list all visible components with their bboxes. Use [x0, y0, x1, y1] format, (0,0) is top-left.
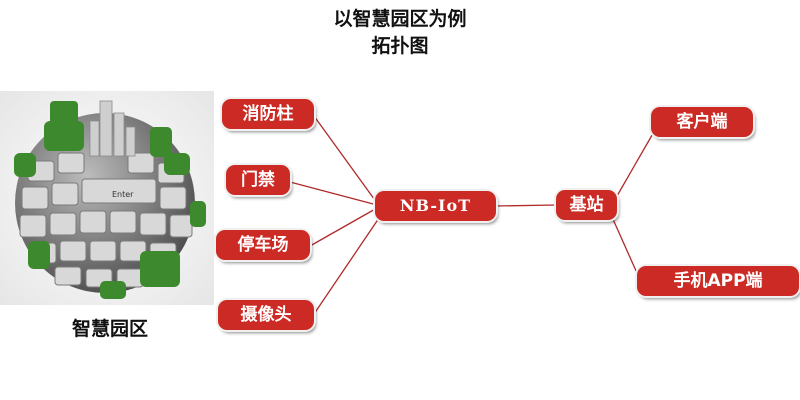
link-sxt-nbiot — [313, 217, 380, 315]
node-camera: 摄像头 — [218, 300, 314, 330]
node-client: 客户端 — [651, 107, 753, 137]
smart-park-globe-image: Enter — [0, 91, 214, 305]
link-jz-khd — [616, 129, 656, 197]
link-mj-nbiot — [289, 181, 378, 206]
node-nb-iot: NB-IoT — [375, 191, 496, 221]
node-parking-lot: 停车场 — [216, 230, 310, 260]
link-jz-app — [611, 216, 642, 283]
diagram-title: 以智慧园区为例 — [333, 8, 467, 30]
node-fire-hydrant: 消防柱 — [222, 99, 314, 129]
node-access-control: 门禁 — [226, 165, 290, 195]
link-nbiot-jz — [495, 204, 557, 207]
node-base-station: 基站 — [556, 190, 617, 220]
diagram-subtitle: 拓扑图 — [371, 35, 429, 57]
link-tcc-nbiot — [309, 207, 378, 247]
node-mobile-app: 手机APP端 — [637, 266, 799, 296]
link-xfz-nbiot — [313, 115, 378, 204]
enter-key-label: Enter — [112, 190, 134, 199]
smart-park-caption: 智慧园区 — [71, 318, 148, 340]
